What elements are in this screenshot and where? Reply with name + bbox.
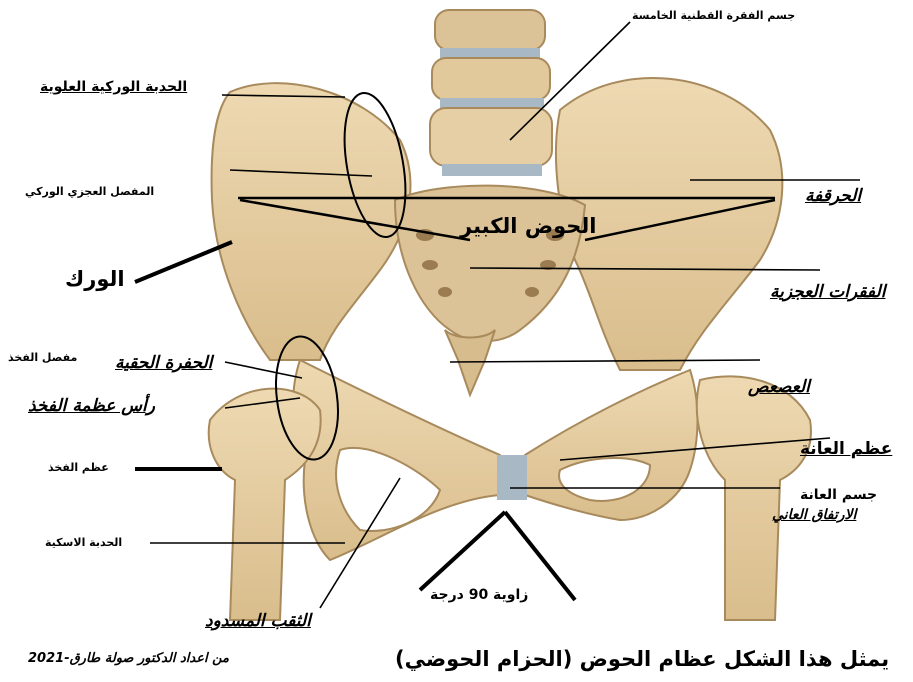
label-femur: عظم الفخذ [48,462,109,474]
label-sacroiliac-joint: المفصل العجزي الوركي [25,186,154,198]
lumbar-spine [430,10,552,176]
label-greater-pelvis: الحوض الكبير [460,215,596,238]
label-coccyx: العصعص [748,378,810,397]
author-credit: من اعداد الدكتور صولة طارق-2021 [28,652,229,666]
label-obturator-foramen: الثقب المسدود [205,612,311,631]
figure-caption: يمثل هذا الشكل عظام الحوض (الحزام الحوضي… [395,648,889,671]
label-ischial-tuberosity: الحدبة الاسكية [45,537,122,549]
left-ilium-shape [212,83,411,360]
right-femur-shape [697,376,811,620]
label-iliac-crest: الحدبة الوركية العلوية [40,80,187,95]
label-hip-bone: الورك [65,268,125,291]
label-l5-body: جسم الفقرة القطنية الخامسة [632,10,795,22]
label-acetabulum: الحفرة الحقية [115,354,212,373]
label-hip-joint: مفصل الفخذ [8,352,77,364]
label-pubic-symphysis: الارتفاق العاني [772,508,856,523]
label-sacral-vertebrae: الفقرات العجزية [770,283,885,302]
label-femoral-head: رأس عظمة الفخذ [28,397,155,416]
label-ilium: الحرقفة [805,187,861,206]
label-pubic-body: جسم العانة [800,488,877,503]
label-angle: زاوية 90 درجة [430,588,528,603]
pubic-symphysis-shape [497,455,527,500]
left-femur-shape [209,389,321,620]
label-pubis: عظم العانة [800,440,892,459]
